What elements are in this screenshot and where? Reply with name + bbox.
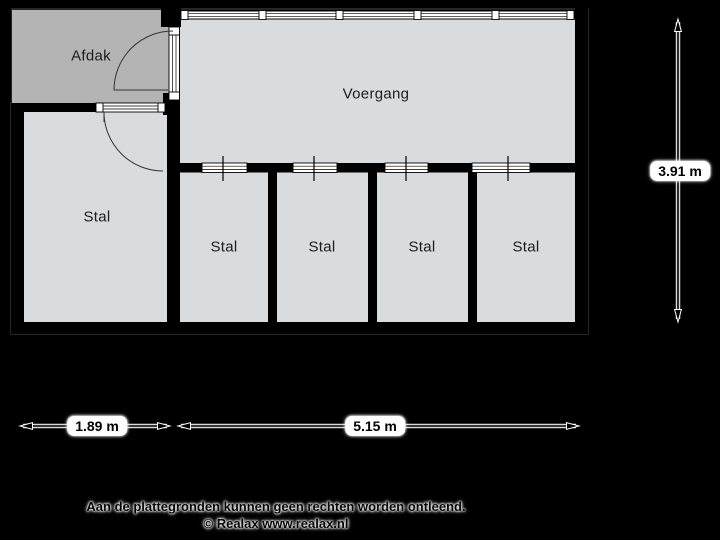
footer-copyright: © Realax www.realax.nl bbox=[203, 516, 349, 531]
room-stal-3 bbox=[377, 172, 468, 322]
wall-stall-divider bbox=[268, 172, 277, 322]
wall-post-top bbox=[161, 8, 181, 27]
arrow-right-icon bbox=[566, 421, 581, 431]
room-label-stal-large: Stal bbox=[83, 208, 111, 226]
room-label-stal-4: Stal bbox=[512, 238, 540, 256]
wall-right bbox=[575, 8, 588, 334]
stall-gate bbox=[471, 156, 531, 181]
dimension-label-width-right: 5.15 m bbox=[345, 415, 405, 437]
window-strip-top bbox=[179, 10, 576, 20]
room-stal-1 bbox=[180, 172, 268, 322]
arrow-left-icon bbox=[176, 421, 191, 431]
stall-gate bbox=[292, 156, 338, 181]
wall-left bbox=[11, 103, 24, 334]
room-afdak bbox=[12, 10, 170, 103]
stall-gate bbox=[201, 156, 248, 181]
door-swings bbox=[103, 30, 174, 172]
footer: Aan de plattegronden kunnen geen rechten… bbox=[86, 498, 465, 532]
wall-stall-front bbox=[337, 163, 385, 173]
arrow-up-icon bbox=[673, 17, 683, 32]
room-fills bbox=[12, 10, 575, 322]
room-label-voergang: Voergang bbox=[342, 85, 410, 103]
door-arc-afdak-voergang bbox=[113, 30, 174, 91]
stall-gates bbox=[201, 156, 531, 181]
door-strip-afdak-voergang bbox=[168, 26, 180, 101]
door-strip-afdak-stal bbox=[95, 102, 166, 113]
dimension-label-width-left: 1.89 m bbox=[67, 415, 127, 437]
wall-afdak-bottom bbox=[11, 103, 96, 112]
arrow-right-icon bbox=[157, 421, 172, 431]
dimension-label-height: 3.91 m bbox=[650, 160, 710, 182]
arrow-down-icon bbox=[673, 309, 683, 324]
room-label-stal-2: Stal bbox=[308, 238, 336, 256]
wall-stall-front bbox=[530, 163, 575, 173]
wall-bottom bbox=[11, 322, 588, 334]
wall-stall-front bbox=[180, 163, 202, 173]
walls bbox=[11, 8, 588, 334]
wall-stall-divider bbox=[468, 172, 477, 322]
room-stal-2 bbox=[277, 172, 368, 322]
room-voergang bbox=[180, 19, 575, 163]
window-mullions bbox=[180, 10, 575, 20]
door-arc-afdak-stal bbox=[103, 111, 164, 172]
room-label-afdak: Afdak bbox=[71, 47, 111, 65]
stall-gate bbox=[384, 156, 429, 181]
wall-stall-divider bbox=[368, 172, 377, 322]
room-label-stal-3: Stal bbox=[408, 238, 436, 256]
wall-center-vertical bbox=[167, 93, 180, 334]
room-stal-large bbox=[24, 112, 167, 322]
room-stal-4 bbox=[477, 172, 575, 322]
wall-stall-front bbox=[428, 163, 472, 173]
footer-disclaimer: Aan de plattegronden kunnen geen rechten… bbox=[86, 499, 466, 514]
room-label-stal-1: Stal bbox=[210, 238, 238, 256]
wall-stall-front bbox=[247, 163, 293, 173]
arrow-left-icon bbox=[18, 421, 33, 431]
